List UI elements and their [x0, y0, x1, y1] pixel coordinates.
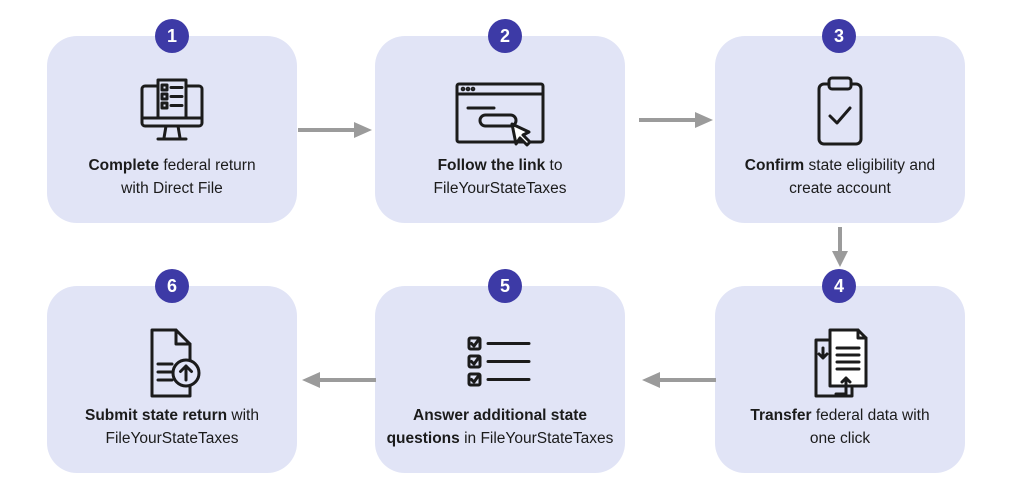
step-caption-2: Follow the link to FileYourStateTaxes — [383, 154, 617, 200]
clipboard-check-icon — [715, 72, 965, 152]
step-1-text-2: with Direct File — [121, 180, 223, 197]
arrow-right-1-2 — [298, 122, 372, 138]
arrow-left-5-6 — [302, 372, 376, 388]
step-number-2: 2 — [488, 19, 522, 53]
step-number-1: 1 — [155, 19, 189, 53]
step-caption-5: Answer additional state questions in Fil… — [383, 404, 617, 450]
step-2-text-2: FileYourStateTaxes — [433, 180, 567, 197]
arrow-left-4-5 — [642, 372, 716, 388]
step-caption-4: Transfer federal data with one click — [723, 404, 957, 450]
step-card-6: Submit state return with FileYourStateTa… — [47, 286, 297, 473]
step-caption-1: Complete federal return with Direct File — [55, 154, 289, 200]
step-card-5: Answer additional state questions in Fil… — [375, 286, 625, 473]
step-card-2: Follow the link to FileYourStateTaxes — [375, 36, 625, 223]
step-caption-3: Confirm state eligibility and create acc… — [723, 154, 957, 200]
document-transfer-icon — [715, 322, 965, 402]
step-number-5: 5 — [488, 269, 522, 303]
step-card-4: Transfer federal data with one click — [715, 286, 965, 473]
step-3-text: state eligibility and — [804, 157, 936, 174]
step-6-text-2: FileYourStateTaxes — [105, 430, 239, 447]
step-1-text: federal return — [159, 157, 256, 174]
step-2-keyword: Follow the link — [437, 157, 546, 174]
step-card-1: Complete federal return with Direct File — [47, 36, 297, 223]
step-6-text: with — [227, 407, 259, 424]
step-card-3: Confirm state eligibility and create acc… — [715, 36, 965, 223]
step-4-keyword: Transfer — [750, 407, 812, 424]
monitor-checklist-icon — [47, 72, 297, 152]
step-3-text-2: create account — [789, 180, 891, 197]
step-5-text-2: in FileYourStateTaxes — [459, 430, 614, 447]
step-2-text: to — [545, 157, 563, 174]
step-number-3: 3 — [822, 19, 856, 53]
step-number-6: 6 — [155, 269, 189, 303]
step-5-keyword: Answer additional state — [413, 407, 587, 424]
document-upload-icon — [47, 322, 297, 402]
step-5-keyword-2: questions — [386, 430, 460, 447]
step-4-text-2: one click — [809, 430, 871, 447]
step-3-keyword: Confirm — [744, 157, 805, 174]
arrow-down-3-4 — [832, 227, 848, 267]
checklist-icon — [375, 322, 625, 402]
step-4-text: federal data with — [811, 407, 930, 424]
arrow-right-2-3 — [639, 112, 713, 128]
step-6-keyword: Submit state return — [85, 407, 228, 424]
browser-link-click-icon — [375, 72, 625, 152]
step-1-keyword: Complete — [88, 157, 160, 174]
step-number-4: 4 — [822, 269, 856, 303]
step-caption-6: Submit state return with FileYourStateTa… — [55, 404, 289, 450]
